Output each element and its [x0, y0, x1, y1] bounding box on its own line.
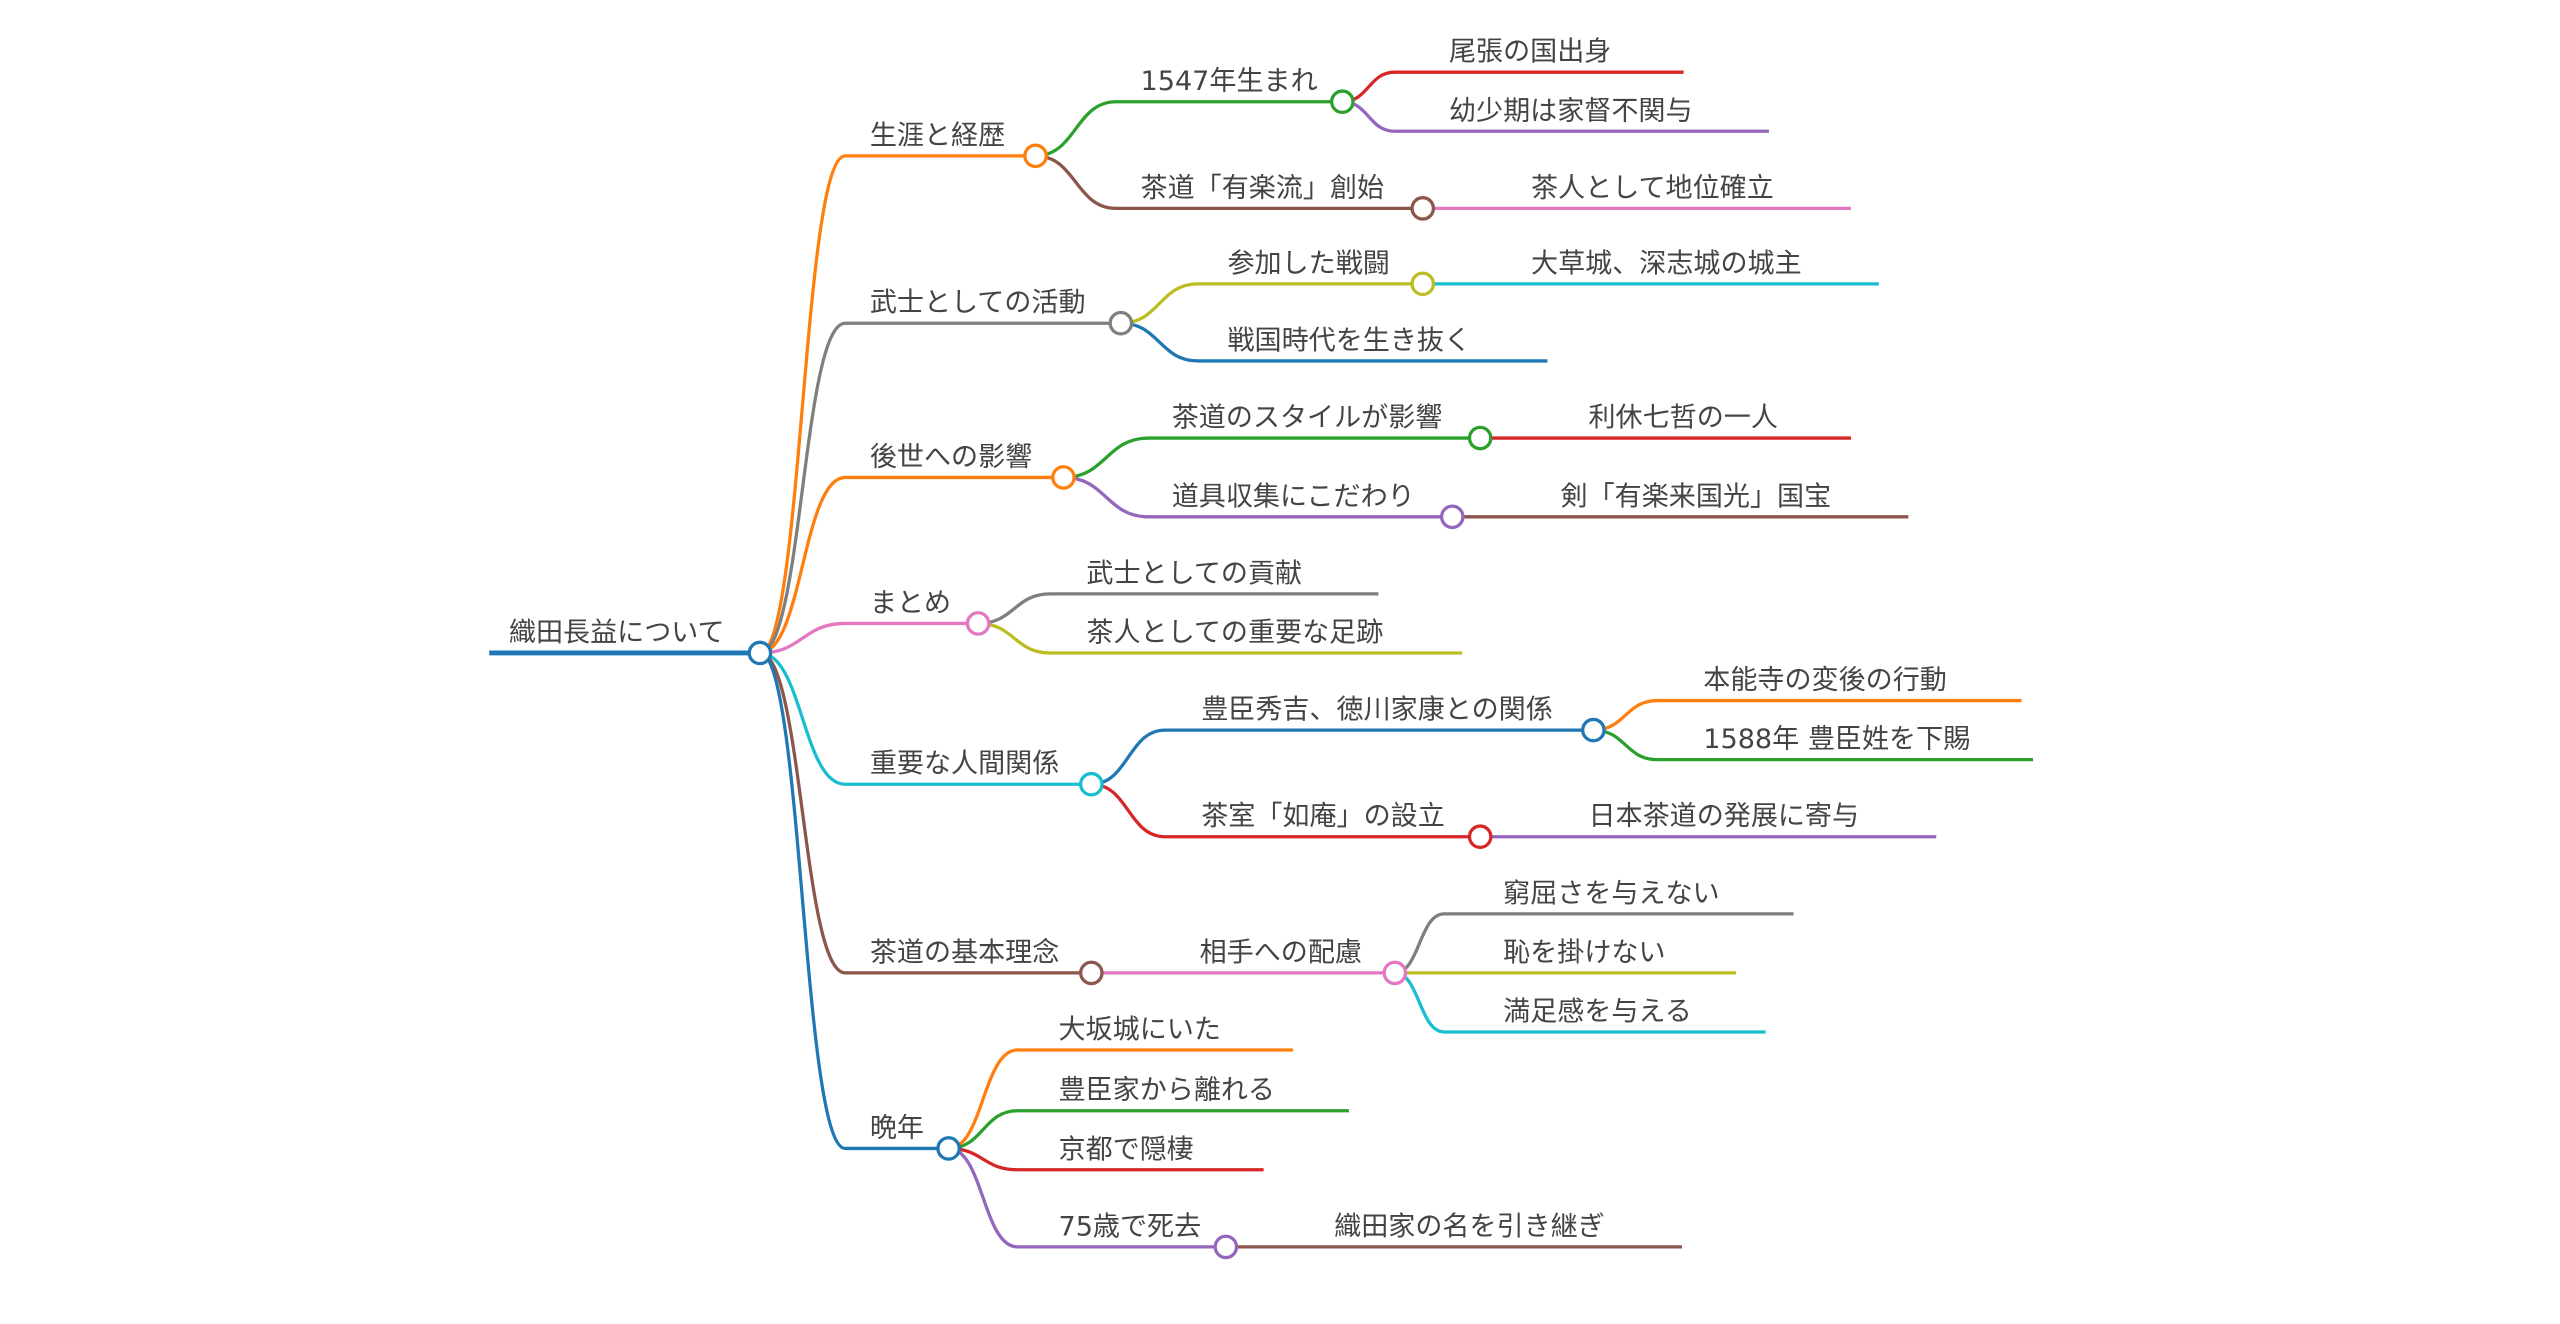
topic-label[interactable]: 本能寺の変後の行動 [1703, 665, 1947, 696]
mindmap-nodes: 織田長益について 生涯と経歴 1547年生まれ 尾張の国出身幼少期は家督不関与茶道「有… [509, 37, 1970, 1260]
topic-label[interactable]: 茶道「有楽流」創始 [1141, 173, 1385, 204]
collapse-toggle-icon[interactable] [1410, 271, 1436, 297]
topic-label[interactable]: 茶人としての重要な足跡 [1086, 617, 1383, 648]
topic-label[interactable]: 京都で隠棲 [1059, 1134, 1194, 1165]
topic-label[interactable]: 道具収集にこだわり [1172, 481, 1415, 512]
branch-line [759, 154, 1036, 655]
branch-line [759, 621, 979, 655]
branch-line [759, 321, 1121, 655]
topic-label[interactable]: 晩年 [870, 1113, 924, 1144]
collapse-toggle-icon[interactable] [1410, 196, 1436, 221]
collapse-toggle-icon[interactable] [1079, 771, 1104, 797]
collapse-toggle-icon[interactable] [1051, 465, 1076, 490]
topic-label[interactable]: 尾張の国出身 [1449, 37, 1611, 68]
topic-label[interactable]: 重要な人間関係 [870, 749, 1059, 780]
topic-label[interactable]: 1588年 豊臣姓を下賜 [1703, 724, 1970, 755]
branch-line [1035, 154, 1423, 211]
topic-label[interactable]: 生涯と経歴 [870, 120, 1005, 151]
collapse-toggle-icon[interactable] [1330, 89, 1355, 115]
collapse-toggle-icon[interactable] [1581, 717, 1606, 743]
topic-label[interactable]: 利休七哲の一人 [1588, 403, 1777, 434]
topic-label[interactable]: 大坂城にいた [1059, 1015, 1221, 1046]
branch-line [1091, 728, 1594, 786]
branch-line [1063, 436, 1481, 480]
branch-line [1035, 100, 1343, 158]
root-topic[interactable]: 織田長益について [509, 617, 725, 648]
topic-label[interactable]: 茶人として地位確立 [1531, 173, 1774, 204]
branch-line [948, 1146, 1226, 1249]
topic-label[interactable]: 武士としての貢献 [1086, 558, 1302, 589]
topic-label[interactable]: 相手への配慮 [1200, 937, 1362, 968]
topic-label[interactable]: 75歳で死去 [1059, 1211, 1202, 1242]
topic-label[interactable]: 恥を掛けない [1503, 937, 1665, 968]
topic-label[interactable]: 大草城、深志城の城主 [1531, 248, 1802, 279]
topic-label[interactable]: まとめ [870, 588, 951, 619]
branch-line [1091, 782, 1481, 839]
topic-label[interactable]: 窮屈さを与えない [1503, 878, 1719, 909]
collapse-toggle-icon[interactable] [1467, 425, 1493, 451]
branch-line [759, 651, 949, 1151]
topic-label[interactable]: 日本茶道の発展に寄与 [1588, 801, 1859, 832]
branch-line [1063, 475, 1453, 519]
collapse-toggle-icon[interactable] [747, 640, 773, 666]
branch-line [759, 475, 1064, 655]
collapse-toggle-icon[interactable] [1439, 504, 1465, 530]
topic-label[interactable]: 武士としての活動 [870, 288, 1086, 319]
collapse-toggle-icon[interactable] [1213, 1234, 1239, 1260]
collapse-toggle-icon[interactable] [1467, 824, 1493, 850]
topic-label[interactable]: 幼少期は家督不関与 [1449, 96, 1693, 127]
branch-line [759, 651, 1092, 975]
collapse-toggle-icon[interactable] [1382, 960, 1408, 986]
branch-line [1120, 282, 1423, 325]
topic-label[interactable]: 満足感を与える [1503, 996, 1692, 1027]
topic-label[interactable]: 茶道のスタイルが影響 [1172, 403, 1443, 434]
branch-line [948, 1048, 1294, 1151]
collapse-toggle-icon[interactable] [936, 1136, 961, 1161]
mindmap-edges [489, 70, 2034, 1249]
topic-label[interactable]: 茶室「如庵」の設立 [1201, 801, 1445, 832]
topic-label[interactable]: 後世への影響 [870, 442, 1032, 473]
collapse-toggle-icon[interactable] [965, 611, 991, 636]
topic-label[interactable]: 豊臣家から離れる [1059, 1075, 1275, 1106]
collapse-toggle-icon[interactable] [1108, 310, 1134, 336]
topic-label[interactable]: 織田家の名を引き継ぎ [1334, 1211, 1605, 1242]
branch-line [1120, 321, 1548, 363]
collapse-toggle-icon[interactable] [1079, 960, 1104, 986]
branch-line [759, 651, 1092, 786]
topic-label[interactable]: 1547年生まれ [1141, 66, 1318, 97]
topic-label[interactable]: 茶道の基本理念 [870, 937, 1059, 968]
topic-label[interactable]: 戦国時代を生き抜く [1227, 325, 1471, 356]
collapse-toggle-icon[interactable] [1023, 143, 1048, 169]
topic-label[interactable]: 剣「有楽来国光」国宝 [1561, 481, 1832, 512]
topic-label[interactable]: 豊臣秀吉、徳川家康との関係 [1201, 695, 1553, 726]
topic-label[interactable]: 参加した戦闘 [1227, 248, 1389, 279]
